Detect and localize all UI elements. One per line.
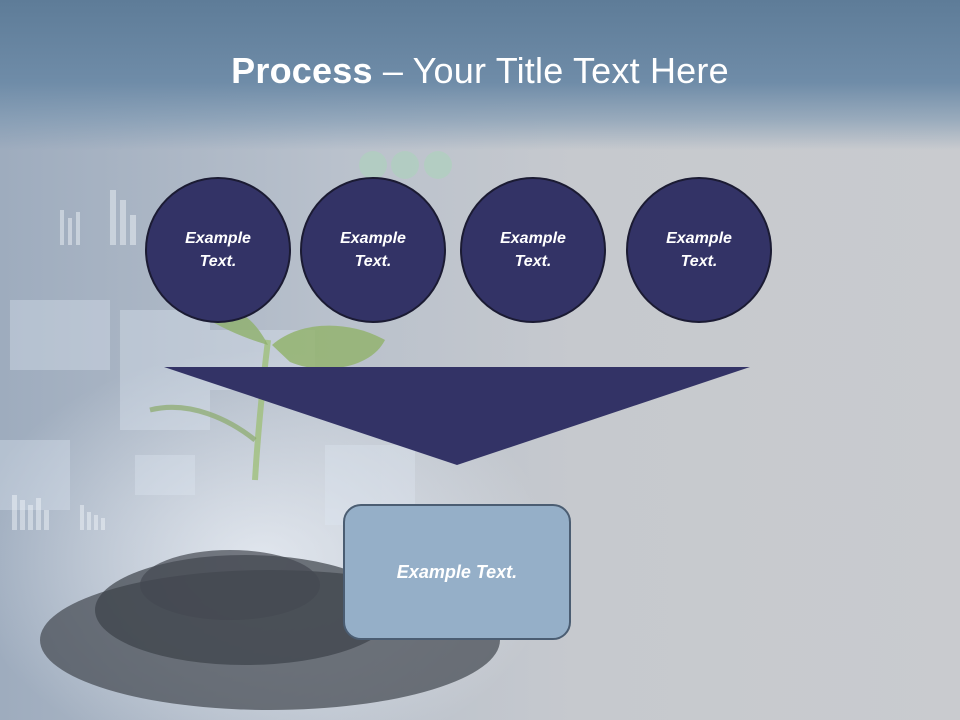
- title-rest: – Your Title Text Here: [372, 50, 729, 91]
- process-step-circle-4: Example Text.: [626, 177, 772, 323]
- title-band: [0, 0, 960, 150]
- process-step-circle-3: Example Text.: [460, 177, 606, 323]
- funnel-arrow: [164, 367, 750, 465]
- result-box: Example Text.: [343, 504, 571, 640]
- title-bold: Process: [231, 50, 373, 91]
- process-step-circle-2: Example Text.: [300, 177, 446, 323]
- process-step-circle-1: Example Text.: [145, 177, 291, 323]
- page-title: Process – Your Title Text Here: [0, 50, 960, 92]
